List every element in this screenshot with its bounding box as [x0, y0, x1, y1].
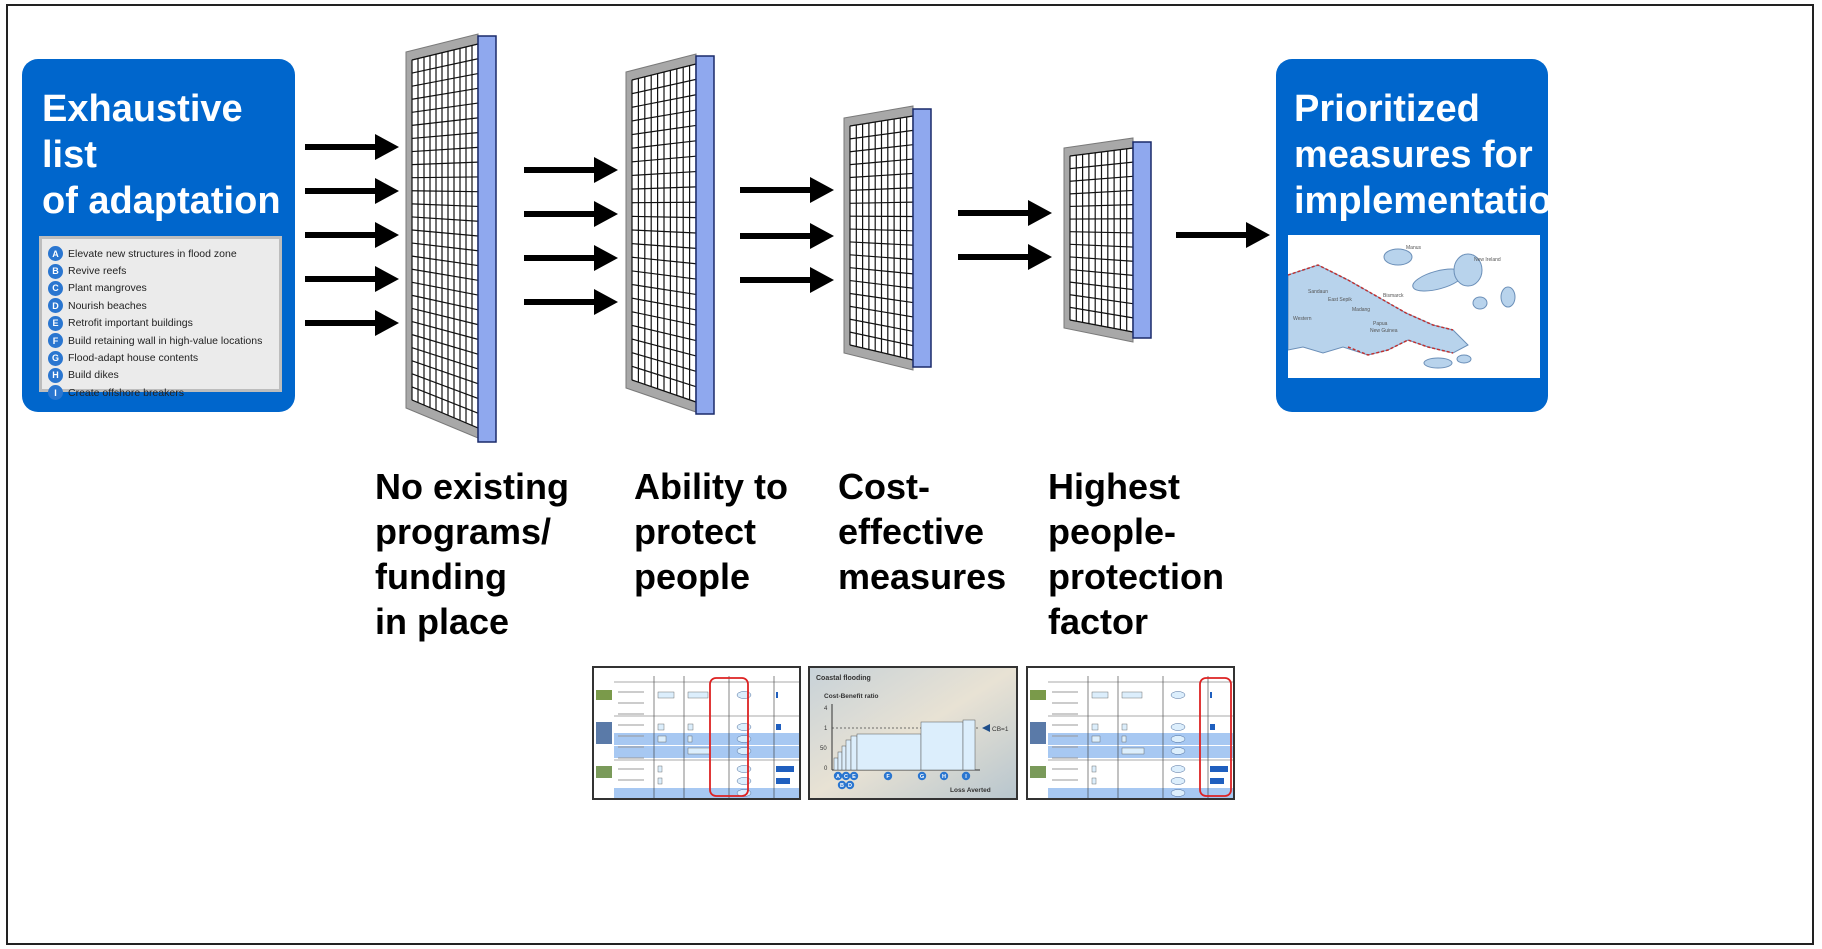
- filter-label-1: No existing programs/ funding in place: [375, 466, 570, 642]
- arrow-right-icon: [524, 289, 618, 315]
- arrow-right-icon: [740, 177, 834, 203]
- measure-text: Revive reefs: [68, 265, 127, 278]
- filter-grid-2: [625, 53, 715, 415]
- measure-letter-icon: A: [48, 246, 63, 262]
- chart-letter-label: G: [920, 774, 924, 780]
- svg-text:Manus: Manus: [1406, 245, 1422, 251]
- chart-letter-label: D: [848, 783, 852, 789]
- measure-letter-icon: C: [48, 280, 63, 296]
- measure-text: Build retaining wall in high-value locat…: [68, 334, 263, 347]
- chart-letter-label: I: [965, 774, 967, 780]
- measures-table-thumbnail-2: [1026, 666, 1235, 800]
- measure-letter-icon: B: [48, 263, 63, 279]
- chart-letter-label: B: [840, 783, 844, 789]
- measure-text: Elevate new structures in flood zone: [68, 247, 237, 260]
- measure-letter-icon: I: [48, 385, 63, 401]
- chart-letter-icon: [833, 771, 843, 781]
- filter-label-4: Highest people- protection factor: [1048, 466, 1224, 642]
- chart-letter-icon: [917, 771, 927, 781]
- arrow-right-icon: [958, 244, 1052, 270]
- arrow-right-icon: [305, 134, 399, 160]
- arrow-right-icon: [524, 157, 618, 183]
- measure-letter-icon: E: [48, 315, 63, 331]
- filter-label-2: Ability to protect people: [634, 466, 788, 597]
- input-box: Exhaustive list of adaptation measures A…: [22, 59, 295, 412]
- arrow-right-icon: [524, 201, 618, 227]
- chart-ylabel: Cost-Benefit ratio: [824, 693, 879, 700]
- svg-text:New Ireland: New Ireland: [1474, 257, 1501, 263]
- chart-letter-icon: [837, 780, 847, 790]
- svg-text:Western: Western: [1293, 316, 1312, 322]
- chart-letter-icon: [845, 780, 855, 790]
- svg-text:East Sepik: East Sepik: [1328, 297, 1352, 303]
- measure-letter-icon: H: [48, 367, 63, 383]
- filter-label-3: Cost- effective measures: [838, 466, 1007, 597]
- svg-text:Papua: Papua: [1373, 321, 1388, 327]
- arrow-right-icon: [740, 267, 834, 293]
- measure-item: G Flood-adapt house contents: [48, 349, 279, 366]
- measure-item: F Build retaining wall in high-value loca…: [48, 332, 279, 349]
- measures-table-thumbnail-1: [592, 666, 801, 800]
- measure-item: I Create offshore breakers: [48, 384, 279, 401]
- chart-tick-3: 50: [820, 746, 827, 752]
- output-box: Prioritized measures for implementation …: [1276, 59, 1575, 412]
- arrow-right-icon: [305, 310, 399, 336]
- chart-xlabel: Loss Averted: [950, 787, 991, 794]
- arrow-right-icon: [305, 178, 399, 204]
- filter-grid-4: [1063, 137, 1152, 343]
- measure-text: Retrofit important buildings: [68, 317, 193, 330]
- chart-letter-label: A: [836, 774, 840, 780]
- arrow-right-icon: [524, 245, 618, 271]
- arrow-right-icon: [305, 266, 399, 292]
- measure-item: C Plant mangroves: [48, 280, 279, 297]
- chart-letter-label: H: [942, 774, 946, 780]
- measure-letter-icon: D: [48, 298, 63, 314]
- measure-item: H Build dikes: [48, 367, 279, 384]
- arrow-right-icon: [958, 200, 1052, 226]
- cost-benefit-chart-thumbnail: Coastal flooding Cost-Benefit ratio 4 1 …: [808, 666, 1018, 800]
- chart-letter-icon: [883, 771, 893, 781]
- output-box-title: Prioritized measures for implementation: [1294, 88, 1575, 222]
- svg-text:Sandaun: Sandaun: [1308, 289, 1328, 295]
- chart-cb-label: CB=1: [992, 726, 1009, 733]
- chart-letter-icon: [841, 771, 851, 781]
- svg-text:New Guinea: New Guinea: [1370, 328, 1398, 334]
- chart-tick-4: 0: [824, 766, 828, 772]
- measure-text: Nourish beaches: [68, 299, 147, 312]
- measure-text: Build dikes: [68, 369, 119, 382]
- filters-layer: [405, 33, 1152, 443]
- cost-benefit-chart: Coastal flooding Cost-Benefit ratio 4 1 …: [810, 668, 1016, 798]
- filter-grid-1: [405, 33, 497, 443]
- filter-grid-3: [843, 105, 932, 371]
- measure-letter-icon: G: [48, 350, 63, 366]
- arrow-right-icon: [1176, 222, 1270, 248]
- measure-text: Flood-adapt house contents: [68, 352, 199, 365]
- chart-letter-label: F: [886, 774, 890, 780]
- chart-letter-icon: [939, 771, 949, 781]
- measure-item: D Nourish beaches: [48, 297, 279, 314]
- chart-letter-label: E: [852, 774, 856, 780]
- measure-text: Create offshore breakers: [68, 386, 184, 399]
- chart-tick-2: 1: [824, 726, 828, 732]
- diagram-frame: [6, 4, 1814, 945]
- chart-letter-icon: [961, 771, 971, 781]
- measure-item: A Elevate new structures in flood zone: [48, 245, 279, 262]
- measure-item: B Revive reefs: [48, 262, 279, 279]
- chart-title: Coastal flooding: [816, 675, 871, 682]
- input-box-title: Exhaustive list of adaptation measures: [42, 88, 281, 268]
- measure-item: E Retrofit important buildings: [48, 315, 279, 332]
- chart-letter-label: C: [844, 774, 848, 780]
- arrow-right-icon: [305, 222, 399, 248]
- arrow-right-icon: [740, 223, 834, 249]
- measure-letter-icon: F: [48, 333, 63, 349]
- svg-text:Madang: Madang: [1352, 307, 1370, 313]
- chart-tick-1: 4: [824, 706, 828, 712]
- measure-text: Plant mangroves: [68, 282, 147, 295]
- chart-letter-icon: [849, 771, 859, 781]
- svg-text:Bismarck: Bismarck: [1383, 293, 1404, 299]
